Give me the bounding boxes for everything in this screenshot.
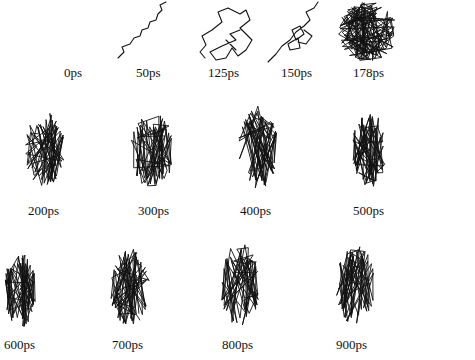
time-label: 50ps: [136, 66, 161, 79]
protein-chain: [6, 257, 34, 326]
protein-chain: [222, 245, 258, 325]
time-label: 700ps: [112, 338, 143, 351]
protein-chain: [337, 247, 374, 323]
protein-chain: [222, 248, 258, 321]
protein-chain: [339, 3, 395, 61]
protein-chain: [355, 118, 384, 185]
chain-50ps: [118, 2, 166, 58]
chain-150ps: [268, 2, 318, 62]
protein-chain: [134, 116, 170, 186]
chain-125ps: [200, 8, 252, 60]
protein-chain: [239, 106, 276, 188]
time-label: 125ps: [208, 66, 239, 79]
time-label: 400ps: [240, 204, 271, 217]
time-label: 178ps: [353, 66, 384, 79]
protein-chain: [5, 255, 35, 326]
time-label: 200ps: [28, 204, 59, 217]
time-label: 500ps: [353, 204, 384, 217]
protein-chain: [112, 253, 149, 325]
protein-chain: [239, 111, 276, 181]
time-label: 150ps: [281, 66, 312, 79]
time-label: 800ps: [222, 338, 253, 351]
time-label: 600ps: [4, 338, 35, 351]
time-label: 300ps: [138, 204, 169, 217]
protein-chain: [338, 249, 369, 317]
time-label: 0ps: [64, 66, 82, 79]
protein-chain: [26, 120, 62, 184]
time-label: 900ps: [336, 338, 367, 351]
